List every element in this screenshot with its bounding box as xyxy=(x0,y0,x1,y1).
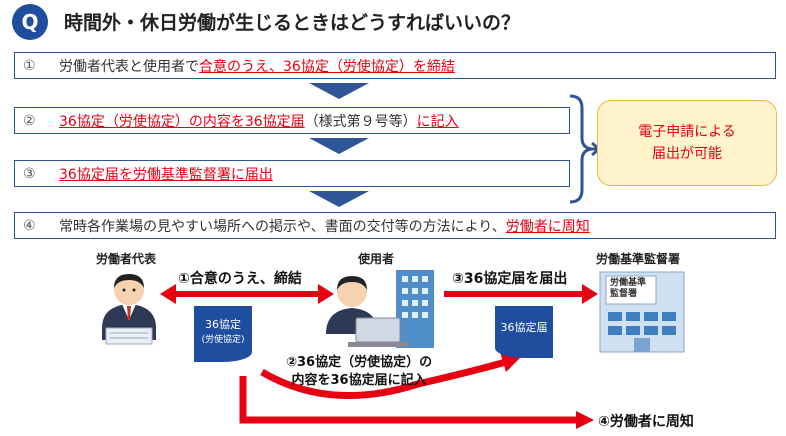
office-sign-line-2: 監督署 xyxy=(610,289,638,299)
step-3-number: ③ xyxy=(23,165,36,182)
step-4-emphasis: 労働者に周知 xyxy=(505,218,590,235)
action-3-label: ③36協定届を届出 xyxy=(452,271,568,287)
office-sign: 労働基準 監督署 xyxy=(610,278,646,300)
labor-office-building-icon xyxy=(599,271,685,353)
flow-chevron-3 xyxy=(309,191,369,207)
agreement-double-arrow xyxy=(160,284,334,304)
doc-1-line-1: 36協定 xyxy=(205,318,241,331)
action-2-line-2: 内容を36協定届に記入 xyxy=(291,373,427,388)
step-4-text: 常時各作業場の見やすい場所への掲示や、書面の交付等の方法により、 xyxy=(59,218,506,235)
step-1-number: ① xyxy=(23,57,36,74)
action-2-line-1: ②36協定（労使協定）の xyxy=(286,355,433,370)
worker-representative-icon xyxy=(102,274,156,345)
office-sign-line-1: 労働基準 xyxy=(610,278,647,288)
step-4-number: ④ xyxy=(23,217,36,234)
electronic-application-note: 電子申請による 届出が可能 xyxy=(597,100,777,186)
notification-document: 36協定届 xyxy=(495,306,553,358)
step-2-emphasis: 36協定（労使協定）の内容を36協定届 xyxy=(59,113,305,130)
doc-1-line-2: (労使協定) xyxy=(201,335,245,345)
agreement-document: 36協定 (労使協定) xyxy=(194,306,252,362)
action-4-label: ④労働者に周知 xyxy=(598,414,694,430)
step-2-text: （様式第９号等） xyxy=(304,113,417,130)
action-2-label: ②36協定（労使協定）の 内容を36協定届に記入 xyxy=(286,354,432,390)
notify-l-arrow xyxy=(239,376,578,424)
employer-label: 使用者 xyxy=(358,252,395,266)
action-1-label: ①合意のうえ、締結 xyxy=(178,271,302,287)
page-title: 時間外・休日労働が生じるときはどうすればいいの？ xyxy=(64,12,521,34)
step-1-emphasis: 合意のうえ、36協定（労使協定）を締結 xyxy=(199,58,455,75)
electronic-note-line-1: 電子申請による xyxy=(638,124,736,140)
step-3-box: ③ 36協定届を労働基準監督署に届出 xyxy=(14,160,570,187)
step-1-text: 労働者代表と使用者で xyxy=(59,58,199,75)
step-2-emphasis-end: に記入 xyxy=(416,113,459,130)
step-2-number: ② xyxy=(23,112,36,129)
electronic-note-line-2: 届出が可能 xyxy=(652,146,722,162)
submission-arrow xyxy=(444,284,598,304)
flow-chevron-1 xyxy=(309,83,369,99)
flow-chevron-2 xyxy=(309,138,369,154)
step-1-box: ① 労働者代表と使用者で 合意のうえ、36協定（労使協定）を締結 xyxy=(14,52,776,79)
labor-office-label: 労働基準監督署 xyxy=(596,252,681,266)
step-2-box: ② 36協定（労使協定）の内容を36協定届 （様式第９号等） に記入 xyxy=(14,107,570,134)
worker-representative-label: 労働者代表 xyxy=(96,252,157,266)
q-badge: Q xyxy=(12,4,48,40)
employer-icon xyxy=(326,270,434,348)
fill-in-curved-arrow xyxy=(260,358,507,399)
step-4-box: ④ 常時各作業場の見やすい場所への掲示や、書面の交付等の方法により、 労働者に周… xyxy=(14,212,776,239)
step-3-emphasis: 36協定届を労働基準監督署に届出 xyxy=(59,166,273,183)
